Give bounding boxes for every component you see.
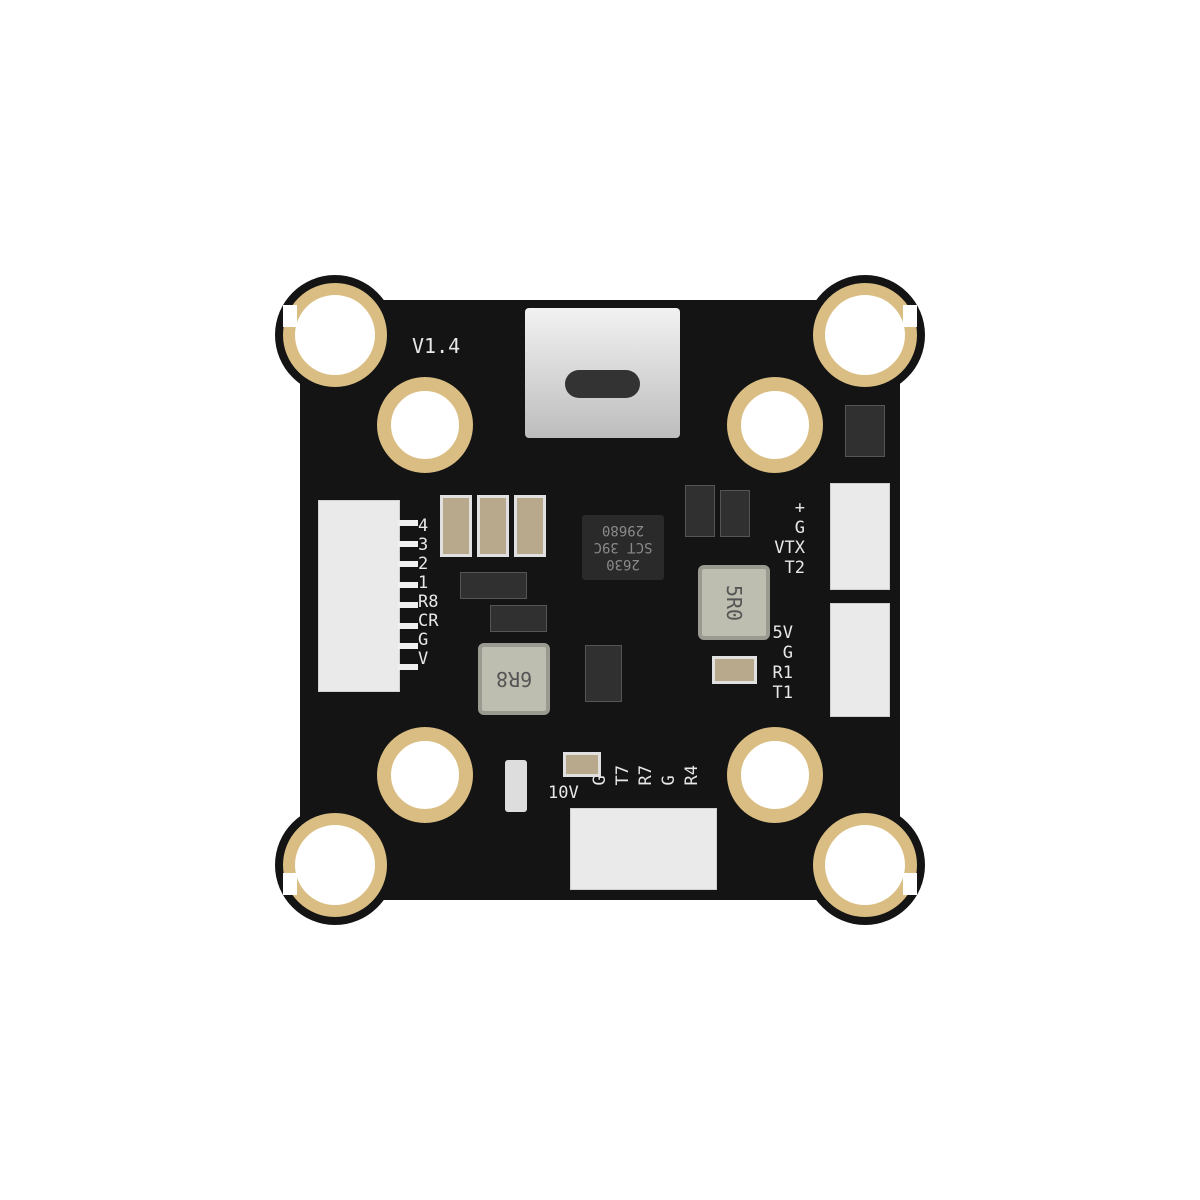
- pad-label: G: [794, 518, 805, 538]
- pad-label: R7: [636, 765, 656, 786]
- inductor: 6R8: [478, 643, 550, 715]
- ring-gap: [903, 873, 917, 895]
- corner-mount-hole: [813, 813, 917, 917]
- capacitor: [563, 752, 601, 777]
- diode: [460, 572, 527, 599]
- pad-label: T7: [613, 765, 633, 786]
- capacitor: [477, 495, 509, 557]
- pad-label: T2: [784, 558, 805, 578]
- pad-label: 2: [418, 554, 429, 574]
- pad-label: R8: [418, 592, 439, 612]
- pad-label: T1: [772, 683, 793, 703]
- pad-label: G: [659, 775, 679, 786]
- pad-label: CR: [418, 611, 439, 631]
- usb-c-port[interactable]: [525, 308, 680, 438]
- pad-label: R4: [682, 765, 702, 786]
- right-bottom-pad-labels: 5V G R1 T1: [745, 625, 793, 702]
- pad-label: VTX: [774, 538, 805, 558]
- right-top-connector: [830, 483, 890, 590]
- left-connector-pins: [398, 520, 418, 670]
- pad-label: 5V: [772, 623, 793, 643]
- left-pad-labels: 4 3 2 1 R8 CR G V: [418, 518, 438, 668]
- capacitor: [712, 656, 757, 684]
- crystal: [505, 760, 527, 812]
- pad-label: G: [418, 630, 429, 650]
- pad-label: V: [418, 649, 429, 669]
- ic-chip: 2630 SCT 39C 29680: [582, 515, 664, 580]
- bottom-connector: [570, 808, 717, 890]
- diode: [490, 605, 547, 632]
- pad-label: 4: [418, 516, 429, 536]
- pad-label: R1: [772, 663, 793, 683]
- version-label: V1.4: [412, 334, 461, 358]
- pad-label: G: [782, 643, 793, 663]
- right-bottom-connector: [830, 603, 890, 717]
- ring-gap: [903, 305, 917, 327]
- diode: [720, 490, 750, 537]
- mount-hole: [377, 727, 473, 823]
- corner-mount-hole: [283, 813, 387, 917]
- chip-text: SCT 39C: [593, 539, 653, 555]
- corner-mount-hole: [283, 283, 387, 387]
- chip-text: 29680: [601, 522, 645, 538]
- right-top-pad-labels: + G VTX T2: [745, 500, 805, 577]
- cap-voltage-label: 10V: [548, 783, 579, 803]
- bottom-pad-labels: G T7 R7 G R4: [590, 765, 702, 786]
- smd-array: [845, 405, 885, 457]
- left-connector: [318, 500, 400, 692]
- pad-label: 3: [418, 535, 429, 555]
- inductor-marking: 6R8: [495, 667, 533, 691]
- pad-label: 1: [418, 573, 429, 593]
- inductor: 5R0: [698, 565, 770, 640]
- corner-mount-hole: [813, 283, 917, 387]
- chip-text: 2630: [606, 556, 640, 572]
- capacitor: [514, 495, 546, 557]
- inductor-marking: 5R0: [722, 584, 746, 621]
- usb-c-opening: [565, 370, 640, 398]
- ring-gap: [283, 873, 297, 895]
- ring-gap: [283, 305, 297, 327]
- ic-chip-small: [585, 645, 622, 702]
- pad-label: +: [794, 498, 805, 518]
- capacitor: [440, 495, 472, 557]
- mount-hole: [727, 727, 823, 823]
- mount-hole: [727, 377, 823, 473]
- mount-hole: [377, 377, 473, 473]
- diode: [685, 485, 715, 537]
